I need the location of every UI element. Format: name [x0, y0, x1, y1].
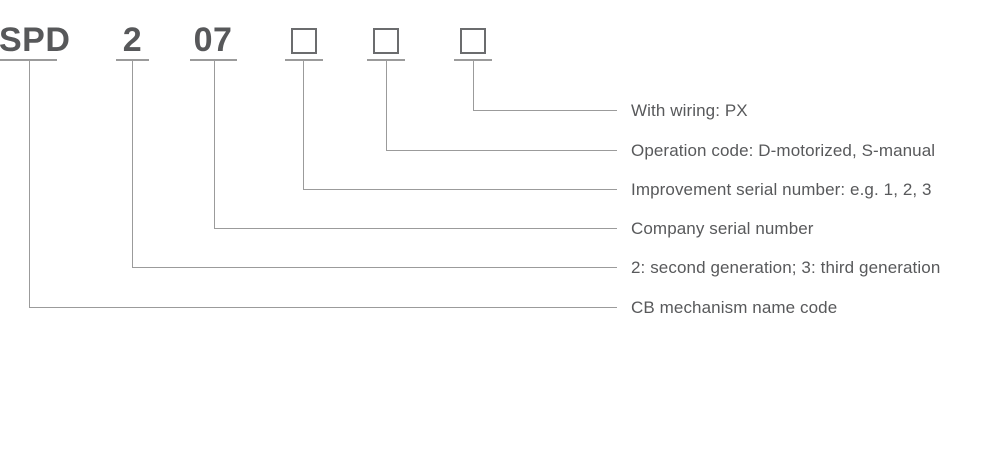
underline-spd: [0, 59, 57, 61]
code-placeholder-box-improvement: [291, 28, 317, 54]
connector-line-operation: [385, 61, 617, 151]
code-segment-spd: SPD: [0, 21, 71, 59]
underline-box-wiring: [454, 59, 492, 61]
legend-label-generation: 2: second generation; 3: third generatio…: [631, 258, 941, 277]
code-segment-generation: 2: [122, 21, 143, 59]
legend-label-improvement: Improvement serial number: e.g. 1, 2, 3: [631, 180, 932, 199]
legend-label-serial: Company serial number: [631, 219, 814, 238]
underline-serial: [190, 59, 237, 61]
underline-generation: [116, 59, 149, 61]
connector-line-wiring: [472, 61, 617, 111]
legend-label-operation: Operation code: D-motorized, S-manual: [631, 141, 936, 160]
underline-box-improvement: [285, 59, 323, 61]
legend-label-mechanism: CB mechanism name code: [631, 298, 838, 317]
code-placeholder-box-operation: [373, 28, 399, 54]
underline-box-operation: [367, 59, 405, 61]
connector-line-generation: [131, 61, 617, 268]
code-segment-serial: 07: [193, 21, 233, 59]
connector-line-serial: [213, 61, 617, 229]
legend-label-wiring: With wiring: PX: [631, 101, 748, 120]
connector-line-mechanism: [28, 61, 617, 308]
code-placeholder-box-wiring: [460, 28, 486, 54]
connector-line-improvement: [303, 61, 617, 190]
